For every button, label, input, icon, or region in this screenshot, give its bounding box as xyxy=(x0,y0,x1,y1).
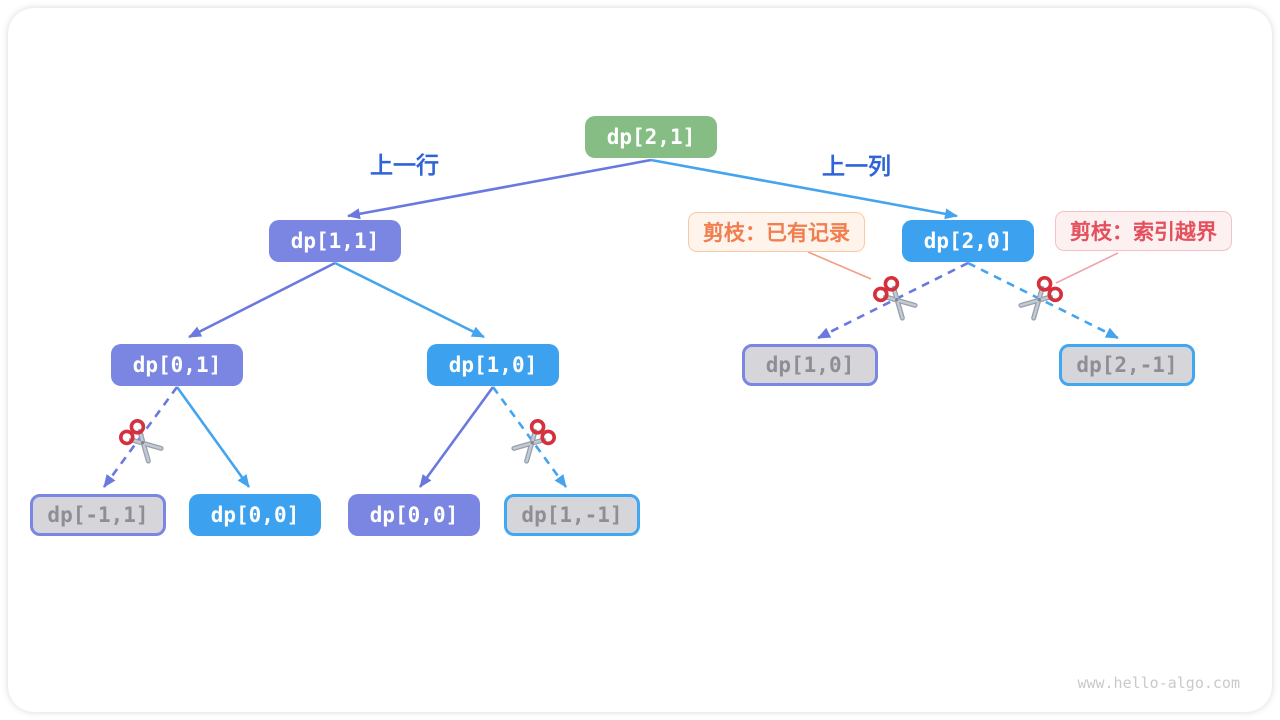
callout-pruning-memo: 剪枝：已有记录 xyxy=(688,212,865,252)
edge-label-prev-col: 上一列 xyxy=(822,153,891,179)
watermark-url: www.hello-algo.com xyxy=(1077,674,1240,692)
tree-node: dp[0,1] xyxy=(111,344,243,386)
edge-label-prev-row: 上一行 xyxy=(370,152,439,178)
tree-node-pruned: dp[1,0] xyxy=(742,344,878,386)
tree-node: dp[0,0] xyxy=(189,494,321,536)
tree-node: dp[1,1] xyxy=(269,220,401,262)
tree-node: dp[0,0] xyxy=(348,494,480,536)
tree-node-root: dp[2,1] xyxy=(585,116,717,158)
callout-pruning-bounds: 剪枝：索引越界 xyxy=(1055,211,1232,251)
tree-node-pruned: dp[2,-1] xyxy=(1059,344,1195,386)
tree-node: dp[1,0] xyxy=(427,344,559,386)
tree-node-pruned: dp[-1,1] xyxy=(30,494,166,536)
tree-node-pruned: dp[1,-1] xyxy=(504,494,640,536)
tree-node: dp[2,0] xyxy=(902,220,1034,262)
